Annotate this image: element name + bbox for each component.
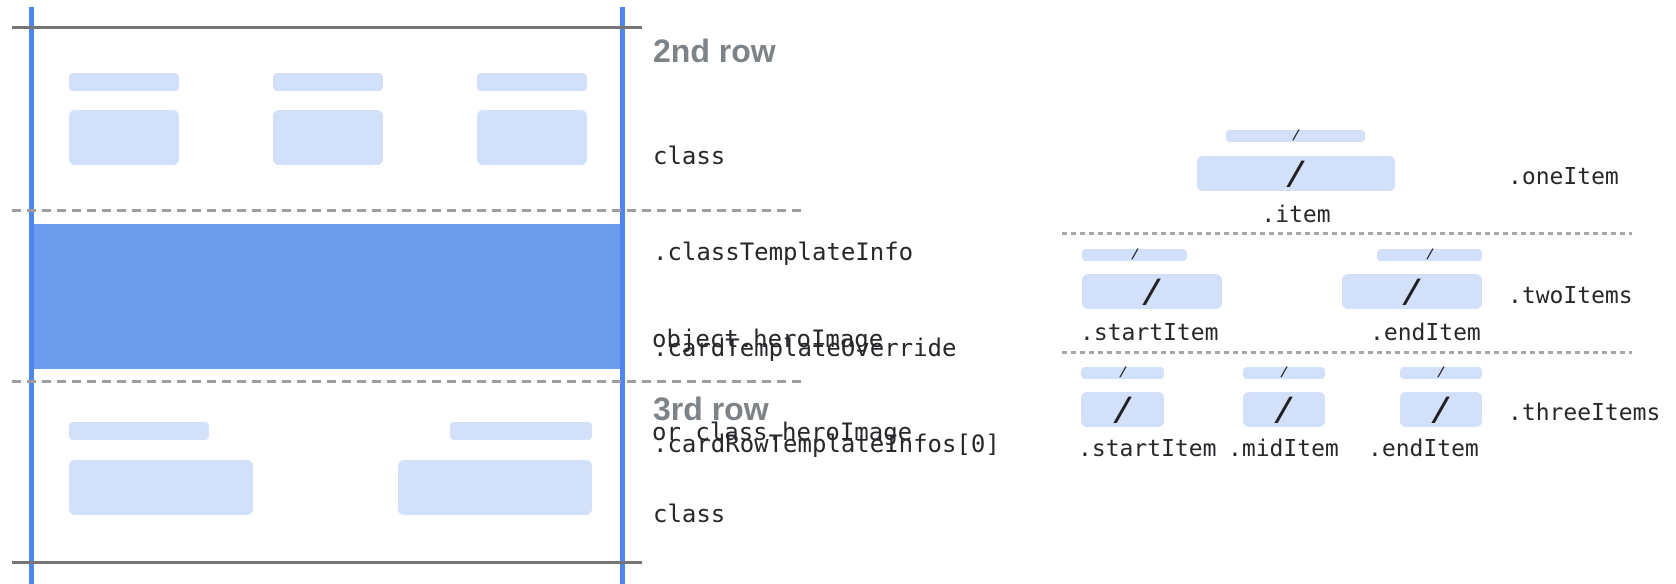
item-field-label: .midItem [1228, 436, 1339, 462]
layout-divider-1 [1062, 232, 1632, 235]
item-bar-large: / [1243, 390, 1325, 428]
row2-item2-value-bar [273, 110, 383, 165]
code-line: object.heroImage [652, 325, 884, 353]
item-bar-small: / [1243, 365, 1325, 380]
item-field-label: .startItem [1080, 320, 1219, 346]
item-bar-large: / [1082, 272, 1222, 310]
item-field-label: .item [1261, 202, 1331, 228]
slash-glyph: / [1129, 247, 1140, 262]
card-boundary-bottom [12, 561, 642, 564]
slash-glyph: / [1272, 390, 1296, 428]
row3-item1-label-bar [69, 422, 209, 440]
item-field-label: .endItem [1368, 436, 1479, 462]
code-line: .cardRowTemplateInfos[0] [653, 430, 1000, 458]
row3-item2-label-bar [450, 422, 592, 440]
slash-glyph: / [1279, 365, 1289, 380]
row2-heading: 2nd row [653, 33, 776, 69]
slash-glyph: / [1424, 247, 1435, 262]
slash-glyph: / [1110, 390, 1135, 428]
row3-item1-value-bar [69, 460, 253, 515]
item-bar-large: / [1342, 272, 1482, 310]
slash-glyph: / [1290, 128, 1301, 143]
code-line: class [653, 500, 726, 528]
slash-glyph: / [1436, 365, 1446, 380]
hero-image-path: object.heroImage or class.heroImage [652, 262, 912, 510]
code-line: .cardTemplateOverride [653, 334, 957, 362]
slash-glyph: / [1284, 154, 1308, 192]
layout-name-label: .twoItems [1508, 283, 1633, 309]
slash-glyph: / [1140, 272, 1164, 310]
layout-name-label: .oneItem [1508, 164, 1619, 190]
row3-heading: 3rd row [653, 391, 769, 427]
row2-item1-label-bar [69, 73, 179, 91]
item-bar-small: / [1081, 365, 1164, 380]
code-line: .classTemplateInfo [653, 238, 914, 266]
row2-item1-value-bar [69, 110, 179, 165]
code-line: or class.heroImage [652, 418, 913, 446]
item-bar-small: / [1400, 365, 1482, 380]
item-bar-large: / [1081, 390, 1164, 428]
card-side-guide-right [620, 7, 625, 584]
layout-divider-2 [1062, 351, 1632, 354]
item-bar-large: / [1197, 154, 1395, 192]
row2-class-path: class .classTemplateInfo .cardTemplateOv… [653, 76, 1000, 524]
slash-glyph: / [1117, 365, 1128, 380]
slash-glyph: / [1429, 390, 1453, 428]
item-field-label: .endItem [1370, 320, 1481, 346]
layout-name-label: .threeItems [1508, 400, 1661, 426]
code-line: class [653, 142, 726, 170]
row-divider-dashed-2 [12, 380, 805, 383]
item-bar-small: / [1377, 247, 1482, 262]
card-side-guide-left [29, 7, 34, 584]
item-bar-small: / [1082, 247, 1187, 262]
row-divider-dashed-1 [12, 209, 805, 212]
item-field-label: .startItem [1078, 436, 1217, 462]
item-bar-large: / [1400, 390, 1482, 428]
card-boundary-top [12, 26, 642, 29]
row2-item3-label-bar [477, 73, 587, 91]
row2-item3-value-bar [477, 110, 587, 165]
hero-image-region [34, 224, 620, 369]
row3-class-path: class .classTemplateInfo .cardTemplateOv… [653, 434, 1000, 584]
item-bar-small: / [1226, 128, 1365, 143]
row2-item2-label-bar [273, 73, 383, 91]
slash-glyph: / [1400, 272, 1424, 310]
row3-item2-value-bar [398, 460, 592, 515]
